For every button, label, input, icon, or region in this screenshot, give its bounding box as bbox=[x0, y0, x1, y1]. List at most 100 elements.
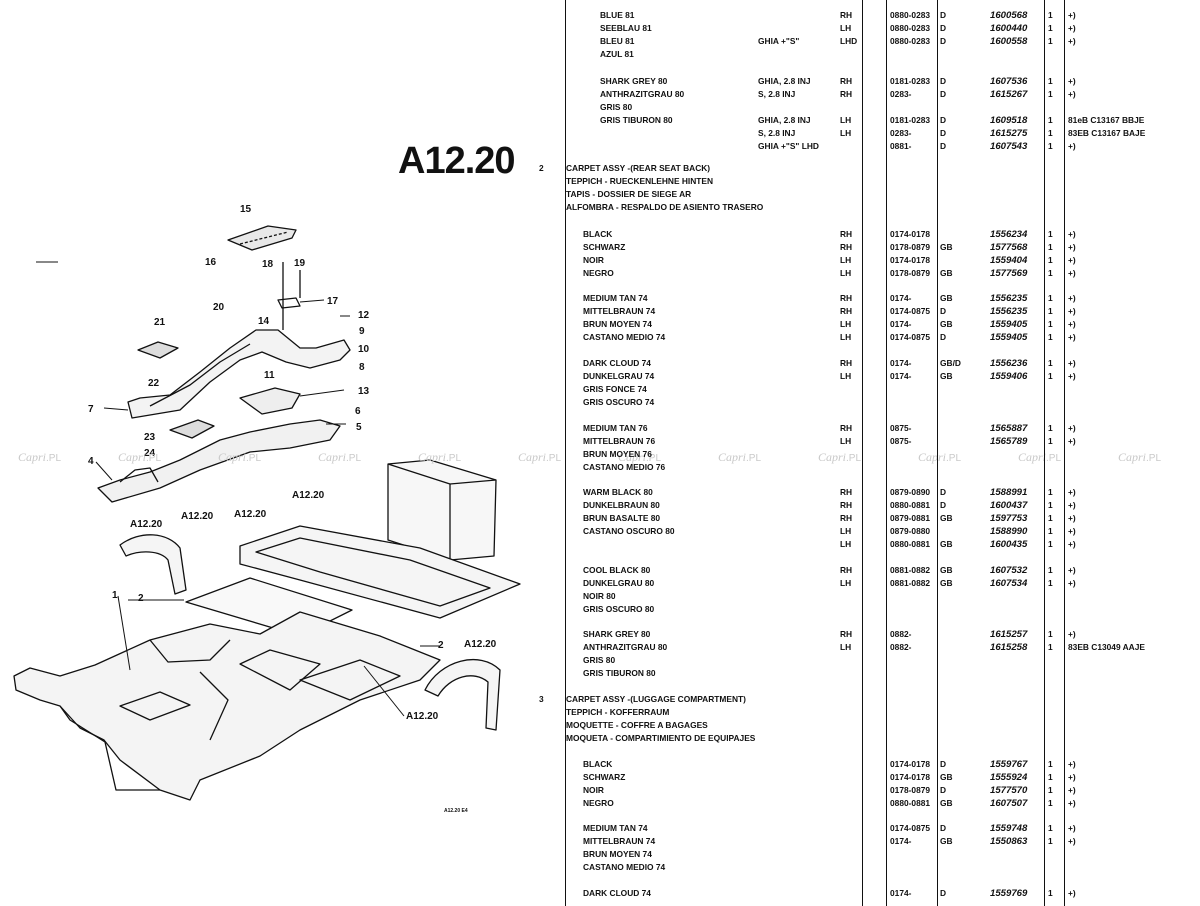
date-range-cell: 0879-0880 bbox=[890, 525, 931, 536]
quantity-cell: 1 bbox=[1048, 254, 1053, 265]
table-rule bbox=[1064, 0, 1065, 906]
part-2-rear-seat-back bbox=[387, 459, 497, 561]
side-cell: RH bbox=[840, 76, 853, 86]
side-cell: LH bbox=[840, 435, 852, 446]
part-7-tunnel-insulator bbox=[127, 329, 351, 419]
description: BRUN BASALTE 80 bbox=[583, 512, 661, 523]
description: GRIS OSCURO 74 bbox=[583, 396, 655, 407]
watermark-suffix: .PL bbox=[746, 453, 762, 464]
date-range-cell: 0181-0283 bbox=[890, 76, 931, 86]
callout-14: 14 bbox=[258, 316, 270, 327]
part-number-cell: 1559405 bbox=[990, 331, 1028, 343]
callout-2b: 2 bbox=[438, 640, 444, 651]
watermark-script: Capri bbox=[1018, 450, 1047, 464]
source-cell: D bbox=[940, 127, 947, 138]
remark-cell: +) bbox=[1068, 487, 1076, 497]
side-cell: RH bbox=[840, 499, 853, 510]
side-cell: RH bbox=[840, 512, 853, 523]
part-13-pad bbox=[239, 387, 301, 415]
part-number-cell: 1556236 bbox=[990, 358, 1028, 369]
callout-22: 22 bbox=[148, 378, 160, 389]
ref-a1220-6: A12.20 bbox=[406, 711, 439, 722]
remark-cell: +) bbox=[1068, 358, 1076, 368]
watermark: Capri.PL bbox=[218, 450, 261, 465]
part-number-cell: 1588990 bbox=[990, 525, 1028, 537]
page-title: A12.20 bbox=[398, 140, 516, 182]
watermark-script: Capri bbox=[818, 450, 847, 464]
description-header: TEPPICH - KOFFERRAUM bbox=[566, 706, 670, 717]
callout-1: 1 bbox=[112, 590, 118, 601]
quantity-cell: 1 bbox=[1048, 76, 1053, 86]
description: DARK CLOUD 74 bbox=[583, 888, 651, 898]
remark-cell: +) bbox=[1068, 305, 1076, 316]
remark-cell: 83EB C13049 AAJE bbox=[1068, 641, 1145, 652]
watermark: Capri.PL bbox=[418, 450, 461, 465]
watermark-script: Capri bbox=[718, 450, 747, 464]
description: MITTELBRAUN 76 bbox=[583, 435, 656, 446]
description: GRIS TIBURON 80 bbox=[600, 114, 673, 125]
side-cell: RH bbox=[840, 358, 853, 368]
date-range-cell: 0880-0881 bbox=[890, 797, 931, 808]
description: BRUN MOYEN 74 bbox=[583, 318, 652, 329]
quantity-cell: 1 bbox=[1048, 538, 1053, 549]
part-number-cell: 1565887 bbox=[990, 423, 1028, 434]
source-cell: GB bbox=[940, 293, 953, 303]
quantity-cell: 1 bbox=[1048, 88, 1053, 99]
remark-cell: +) bbox=[1068, 88, 1076, 99]
side-cell: LH bbox=[840, 370, 852, 381]
quantity-cell: 1 bbox=[1048, 525, 1053, 536]
date-range-cell: 0181-0283 bbox=[890, 114, 931, 125]
quantity-cell: 1 bbox=[1048, 888, 1053, 898]
watermark: Capri.PL bbox=[618, 450, 661, 465]
date-range-cell: 0880-0283 bbox=[890, 35, 931, 46]
quantity-cell: 1 bbox=[1048, 823, 1053, 833]
description: BLEU 81 bbox=[600, 35, 635, 46]
part-3-luggage-carpet bbox=[239, 525, 521, 619]
date-range-cell: 0881-0882 bbox=[890, 577, 931, 588]
remark-cell: +) bbox=[1068, 293, 1076, 303]
model-cell: GHIA, 2.8 INJ bbox=[758, 114, 811, 125]
quantity-cell: 1 bbox=[1048, 784, 1053, 795]
remark-cell: 83EB C13167 BAJE bbox=[1068, 127, 1146, 138]
part-number-cell: 1600435 bbox=[990, 538, 1028, 550]
date-range-cell: 0174- bbox=[890, 318, 912, 329]
watermark: Capri.PL bbox=[1018, 450, 1061, 465]
source-cell: D bbox=[940, 823, 947, 833]
callout-21: 21 bbox=[154, 317, 166, 328]
description: DUNKELGRAU 80 bbox=[583, 577, 655, 588]
watermark-suffix: .PL bbox=[246, 453, 262, 464]
remark-cell: +) bbox=[1068, 370, 1076, 381]
part-number-cell: 1556235 bbox=[990, 293, 1028, 304]
description: CASTANO OSCURO 80 bbox=[583, 525, 675, 536]
remark-cell: +) bbox=[1068, 525, 1076, 536]
source-cell: D bbox=[940, 140, 947, 151]
watermark-suffix: .PL bbox=[1046, 453, 1062, 464]
remark-cell: +) bbox=[1068, 241, 1076, 252]
watermark-suffix: .PL bbox=[146, 453, 162, 464]
watermark-script: Capri bbox=[318, 450, 347, 464]
description-header: TEPPICH - RUECKENLEHNE HINTEN bbox=[566, 175, 714, 186]
source-cell: GB bbox=[940, 241, 953, 252]
description: NOIR 80 bbox=[583, 590, 616, 601]
description: BLUE 81 bbox=[600, 10, 635, 20]
table-rule bbox=[565, 0, 566, 906]
quantity-cell: 1 bbox=[1048, 10, 1053, 20]
date-range-cell: 0283- bbox=[890, 127, 912, 138]
date-range-cell: 0178-0879 bbox=[890, 784, 931, 795]
quantity-cell: 1 bbox=[1048, 771, 1053, 782]
quantity-cell: 1 bbox=[1048, 487, 1053, 497]
watermark-script: Capri bbox=[418, 450, 447, 464]
date-range-cell: 0881-0882 bbox=[890, 565, 931, 575]
quantity-cell: 1 bbox=[1048, 512, 1053, 523]
watermark-script: Capri bbox=[618, 450, 647, 464]
quantity-cell: 1 bbox=[1048, 140, 1053, 151]
part-number-cell: 1556235 bbox=[990, 305, 1028, 317]
part-number-cell: 1607507 bbox=[990, 797, 1028, 809]
side-cell: RH bbox=[840, 293, 853, 303]
source-cell: D bbox=[940, 22, 947, 33]
description: CASTANO MEDIO 74 bbox=[583, 861, 666, 872]
callout-20: 20 bbox=[213, 302, 225, 313]
quantity-cell: 1 bbox=[1048, 435, 1053, 446]
source-cell: D bbox=[940, 784, 947, 795]
callout-5: 5 bbox=[356, 422, 362, 433]
